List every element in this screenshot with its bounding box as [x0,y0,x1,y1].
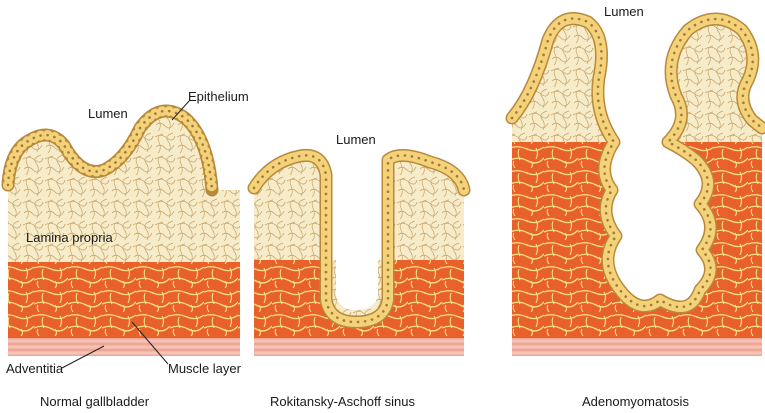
lamina-propria-label: Lamina propria [26,230,113,245]
sinus-lumen [336,168,378,310]
adventitia-layer [8,336,240,356]
adventitia-label: Adventitia [6,361,64,376]
caption-normal-gallbladder: Normal gallbladder [40,394,150,409]
lumen-label-adenomyomatosis: Lumen [604,4,644,19]
epithelium-label: Epithelium [188,89,249,104]
caption-rokitansky-aschoff-sinus: Rokitansky-Aschoff sinus [270,394,415,409]
muscle-layer [8,262,240,338]
panel-normal-gallbladder: Lumen Epithelium Lamina propria Adventit… [6,89,249,409]
panel-adenomyomatosis: Lumen Adenomyomatosis [512,4,762,409]
panel-rokitansky-aschoff-sinus: Lumen Rokitansky-Aschoff sinus [254,132,464,409]
caption-adenomyomatosis: Adenomyomatosis [582,394,689,409]
lumen-label-normal: Lumen [88,106,128,121]
muscle-layer-label: Muscle layer [168,361,242,376]
lumen-label-sinus: Lumen [336,132,376,147]
adventitia-layer [254,336,464,356]
adventitia-layer [512,336,762,356]
